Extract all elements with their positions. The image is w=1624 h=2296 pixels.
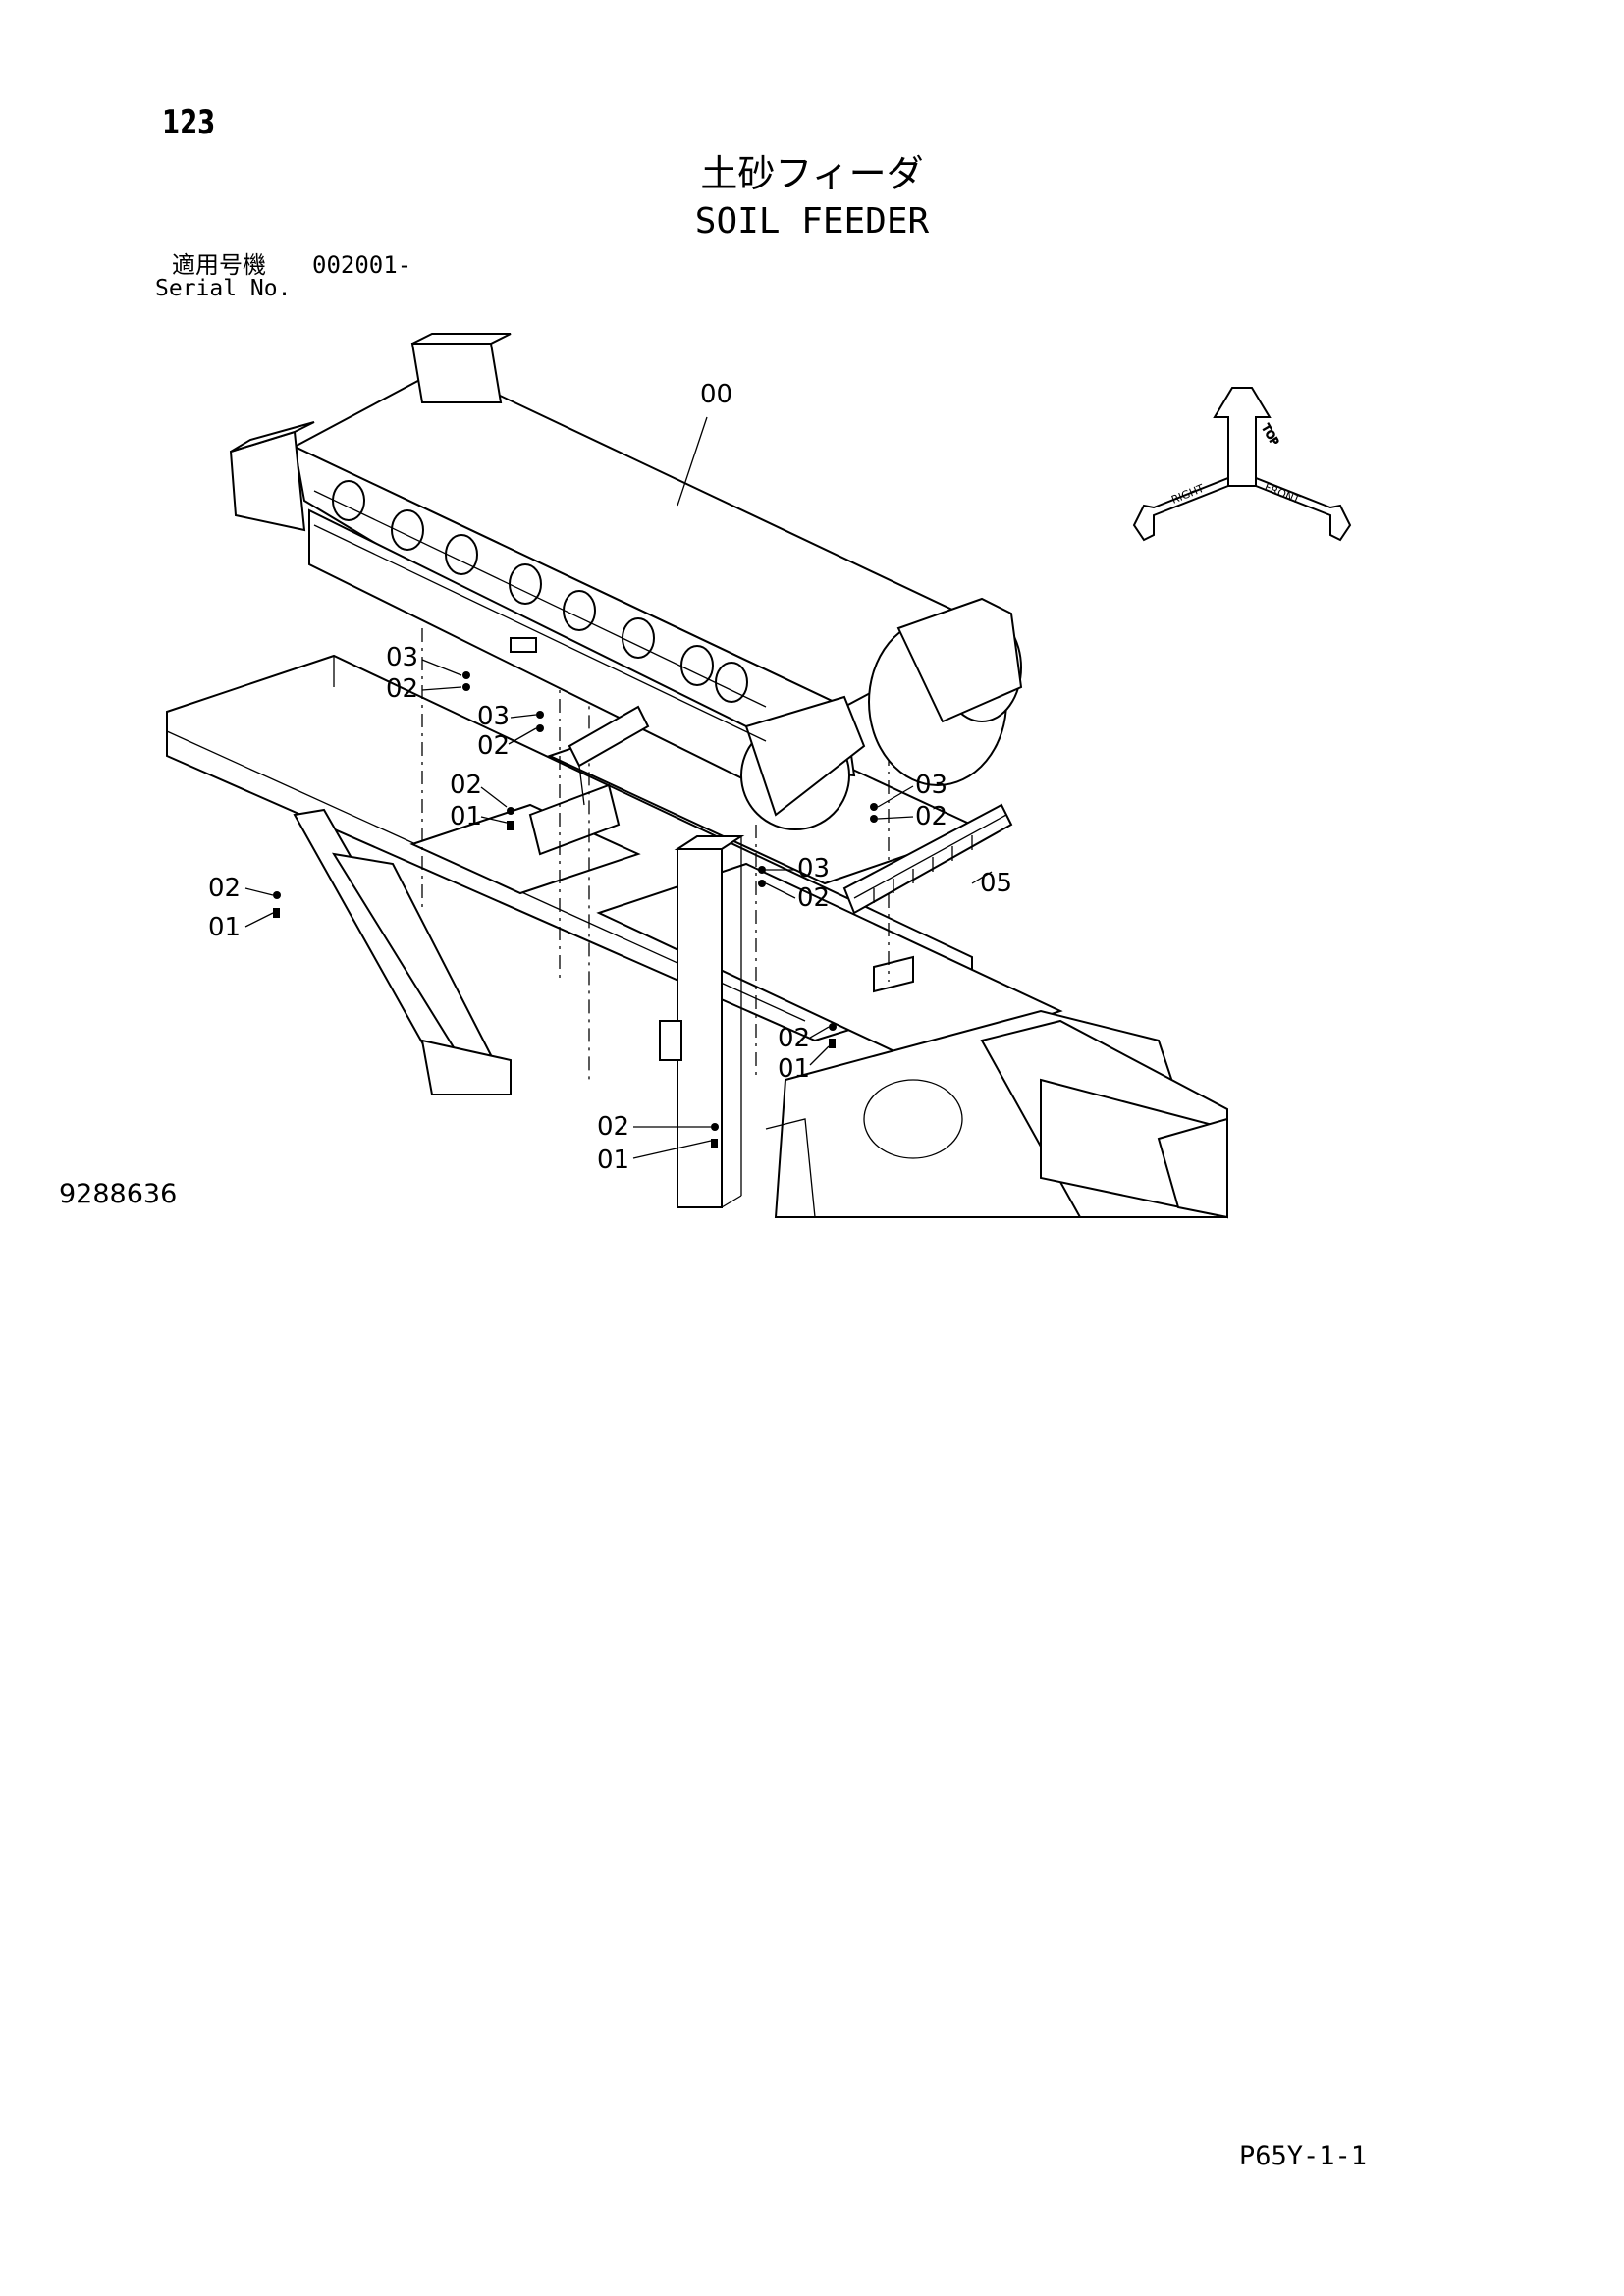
orientation-top-label: TOP <box>1259 421 1281 448</box>
callout-02: 02 <box>386 674 418 704</box>
callout-02: 02 <box>797 883 830 913</box>
page-number: 123 <box>162 103 216 142</box>
figure-number: 9288636 <box>59 1179 178 1209</box>
page-code: P65Y-1-1 <box>1239 2141 1368 2171</box>
callout-02: 02 <box>450 771 482 800</box>
leader-lines <box>244 416 993 1159</box>
callout-00: 00 <box>700 380 732 409</box>
orientation-compass: TOP RIGHT FRONT <box>1132 387 1352 542</box>
chassis-frame <box>166 654 1228 1219</box>
callout-03: 03 <box>386 643 418 672</box>
callout-01: 01 <box>597 1146 629 1175</box>
serial-value: 002001- <box>312 251 412 279</box>
page-title-en: SOIL FEEDER <box>694 201 930 241</box>
orientation-front-label: FRONT <box>1263 481 1302 507</box>
callout-01: 01 <box>778 1054 810 1084</box>
serial-label-jp: 適用号機 <box>172 251 266 279</box>
callout-05: 05 <box>980 869 1012 898</box>
callout-01: 01 <box>208 913 241 942</box>
callout-02: 02 <box>477 731 510 761</box>
callout-03: 03 <box>915 771 947 800</box>
callout-02: 02 <box>778 1024 810 1053</box>
belt-conveyor-assembly <box>229 333 1023 830</box>
callout-02: 02 <box>915 802 947 831</box>
callout-02: 02 <box>208 874 241 903</box>
callout-01: 01 <box>450 802 482 831</box>
callout-labels: 00 03 02 03 02 02 01 02 01 03 02 03 02 0… <box>208 380 1012 1175</box>
fastener-dots <box>273 671 878 1148</box>
serial-label-en: Serial No. <box>155 276 292 301</box>
exploded-parts-drawing: TOP RIGHT FRONT 00 03 02 03 02 02 01 02 … <box>166 333 1352 1219</box>
part-05-skirt-rail <box>842 803 1013 915</box>
page-title-jp: 土砂フィーダ <box>700 152 924 195</box>
callout-02: 02 <box>597 1112 629 1142</box>
callout-03: 03 <box>477 702 510 731</box>
callout-03: 03 <box>797 854 830 883</box>
